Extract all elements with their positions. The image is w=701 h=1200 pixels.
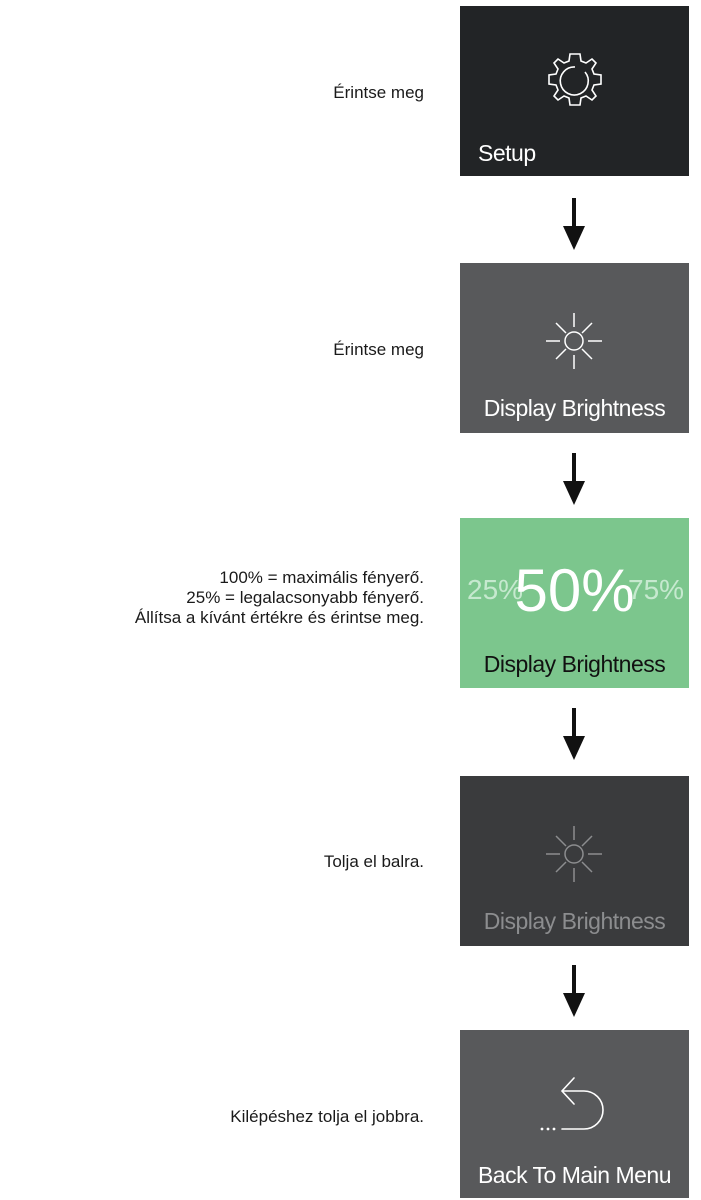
step-4-instruction: Tolja el balra. xyxy=(324,852,424,872)
instruction-line: Érintse meg xyxy=(333,83,424,102)
brightness-value-current[interactable]: 50% xyxy=(514,557,635,624)
step-2-instruction: Érintse meg xyxy=(333,340,424,360)
display-brightness-tile-swipe[interactable]: Display Brightness xyxy=(460,776,689,946)
screen-label: Back To Main Menu xyxy=(477,1162,672,1188)
brightness-value-next[interactable]: 75% xyxy=(628,574,685,605)
brightness-slider-tile[interactable]: 25% 75% 50% Display Brightness xyxy=(460,518,689,688)
step-3-instruction: 100% = maximális fényerő. 25% = legalacs… xyxy=(135,568,424,628)
screen-label: Display Brightness xyxy=(483,908,666,934)
gear-icon xyxy=(548,53,602,106)
back-arrow-icon xyxy=(540,1077,604,1131)
screen-label: Display Brightness xyxy=(483,395,666,421)
instruction-line: Állítsa a kívánt értékre és érintse meg. xyxy=(134,608,424,627)
step-1-instruction: Érintse meg xyxy=(333,83,424,103)
sun-icon xyxy=(546,313,602,369)
instruction-line: Kilépéshez tolja el jobbra. xyxy=(230,1107,424,1126)
step-5-instruction: Kilépéshez tolja el jobbra. xyxy=(230,1107,424,1127)
back-to-main-menu-tile[interactable]: Back To Main Menu xyxy=(460,1030,689,1198)
instruction-line: 25% = legalacsonyabb fényerő. xyxy=(186,588,424,607)
sun-icon xyxy=(546,826,602,882)
display-brightness-tile[interactable]: Display Brightness xyxy=(460,263,689,433)
down-arrow-icon xyxy=(563,453,585,505)
instruction-line: Tolja el balra. xyxy=(323,852,424,871)
brightness-value-previous[interactable]: 25% xyxy=(467,574,524,605)
down-arrow-icon xyxy=(563,965,585,1017)
down-arrow-icon xyxy=(563,708,585,760)
setup-screen-tile[interactable]: Setup xyxy=(460,6,689,176)
instruction-line: Érintse meg xyxy=(333,340,424,359)
down-arrow-icon xyxy=(563,198,585,250)
screen-label: Setup xyxy=(478,140,536,166)
instruction-line: 100% = maximális fényerő. xyxy=(219,568,424,587)
screen-label: Display Brightness xyxy=(483,651,666,677)
